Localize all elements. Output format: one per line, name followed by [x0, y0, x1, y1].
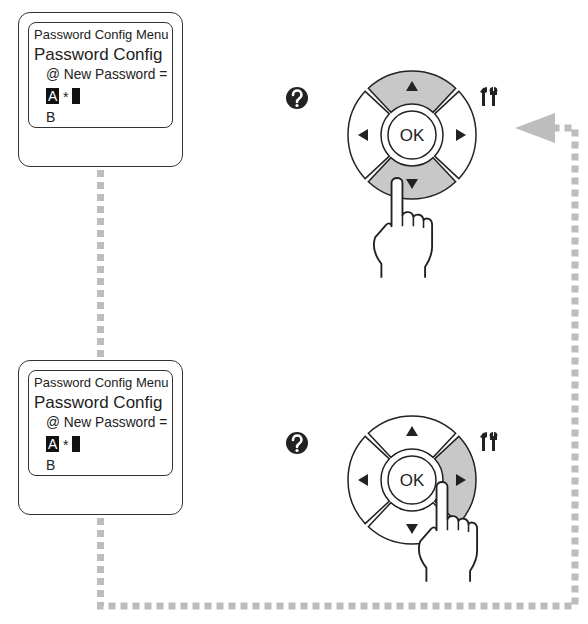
- arrow-glyph: [406, 81, 418, 91]
- display-panel: Password Config MenuPassword Config @ New…: [18, 12, 183, 167]
- lcd-text: *: [63, 438, 68, 452]
- ok-button: [388, 111, 436, 159]
- selected-char: A: [46, 436, 59, 452]
- tool-icon: [490, 87, 498, 106]
- arrow-glyph: [406, 179, 418, 189]
- lcd-text: @ New Password =: [46, 416, 167, 430]
- tool-icon: [480, 432, 487, 451]
- cursor-block: [72, 88, 80, 104]
- arrow-button: [368, 416, 455, 457]
- arrow-glyph: [406, 426, 418, 436]
- control-pad: OK: [283, 408, 511, 552]
- lcd-text: Password Config Menu: [34, 376, 168, 389]
- selected-char: A: [46, 88, 59, 104]
- help-icon: [286, 432, 308, 454]
- help-icon-dot: [295, 449, 298, 452]
- lcd-screen: Password Config MenuPassword Config @ New…: [28, 22, 173, 128]
- arrow-head: [515, 113, 555, 143]
- arrow-button: [368, 71, 455, 112]
- lcd-screen: Password Config MenuPassword Config @ New…: [28, 370, 173, 476]
- display-panel: Password Config MenuPassword Config @ New…: [18, 360, 183, 515]
- lcd-text: Password Config Menu: [34, 28, 168, 41]
- ok-button: [388, 456, 436, 504]
- dashed-line: [97, 170, 104, 357]
- help-icon-mark: [293, 436, 302, 448]
- hand-knuckles: [402, 215, 423, 227]
- hand-outline: [419, 482, 477, 582]
- pointing-hand: [419, 482, 477, 582]
- arrow-glyph: [406, 524, 418, 534]
- cursor-block: [72, 436, 80, 452]
- arrow-glyph: [456, 129, 466, 141]
- button-label: OK: [400, 472, 425, 489]
- dashed-connector: [100, 170, 101, 357]
- tool-icon: [480, 87, 487, 106]
- lcd-text: @ New Password =: [46, 68, 167, 82]
- arrow-glyph: [358, 474, 368, 486]
- arrow-glyph: [358, 129, 368, 141]
- lcd-text: Password Config: [34, 394, 163, 411]
- lcd-text: B: [46, 458, 55, 472]
- pointing-hand: [374, 178, 432, 278]
- hand-knuckles: [447, 519, 468, 531]
- help-icon-dot: [295, 104, 298, 107]
- lcd-text: Password Config: [34, 46, 163, 63]
- hand-outline: [374, 178, 432, 278]
- arrow-glyph: [456, 474, 466, 486]
- tool-icon: [490, 432, 498, 451]
- button-label: OK: [400, 127, 425, 144]
- help-icon: [286, 87, 308, 109]
- control-pad: OK: [283, 63, 511, 207]
- lcd-text: *: [63, 90, 68, 104]
- help-icon-mark: [293, 91, 302, 103]
- lcd-text: B: [46, 110, 55, 124]
